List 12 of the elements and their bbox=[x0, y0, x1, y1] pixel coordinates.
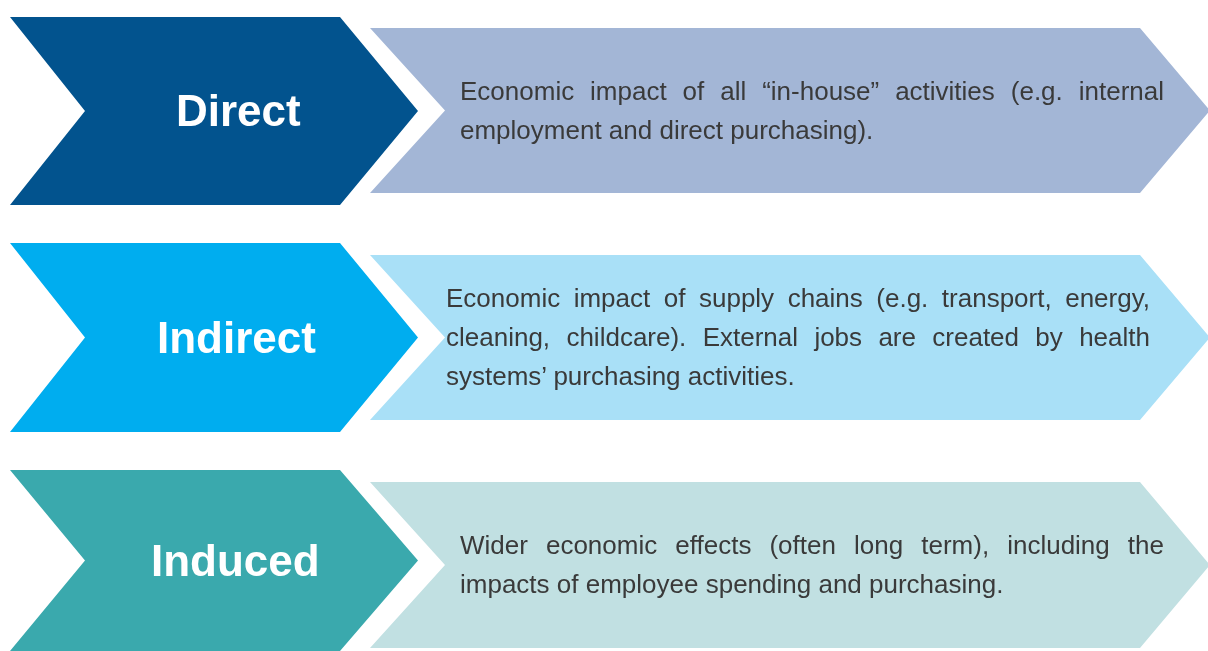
chevron-banner bbox=[370, 482, 1208, 648]
category-label: Induced bbox=[151, 535, 320, 586]
chevron-banner bbox=[10, 17, 418, 205]
description-text: Economic impact of supply chains (e.g. transport, energy, cleaning, childcare). External jobs are created by health systems’ purchasing activities. bbox=[446, 282, 1150, 393]
category-label: Indirect bbox=[157, 312, 316, 363]
description-text: Economic impact of all “in-house” activities (e.g. internal employment and direct purchasing). bbox=[460, 74, 1164, 147]
chevron-banner bbox=[370, 255, 1208, 420]
category-label: Direct bbox=[176, 86, 301, 136]
description-text: Wider economic effects (often long term), including the impacts of employee spending and purchasing. bbox=[460, 529, 1164, 601]
chevron-banner bbox=[370, 28, 1208, 193]
chevron-banner bbox=[10, 243, 418, 432]
chevron-banner bbox=[10, 470, 418, 651]
